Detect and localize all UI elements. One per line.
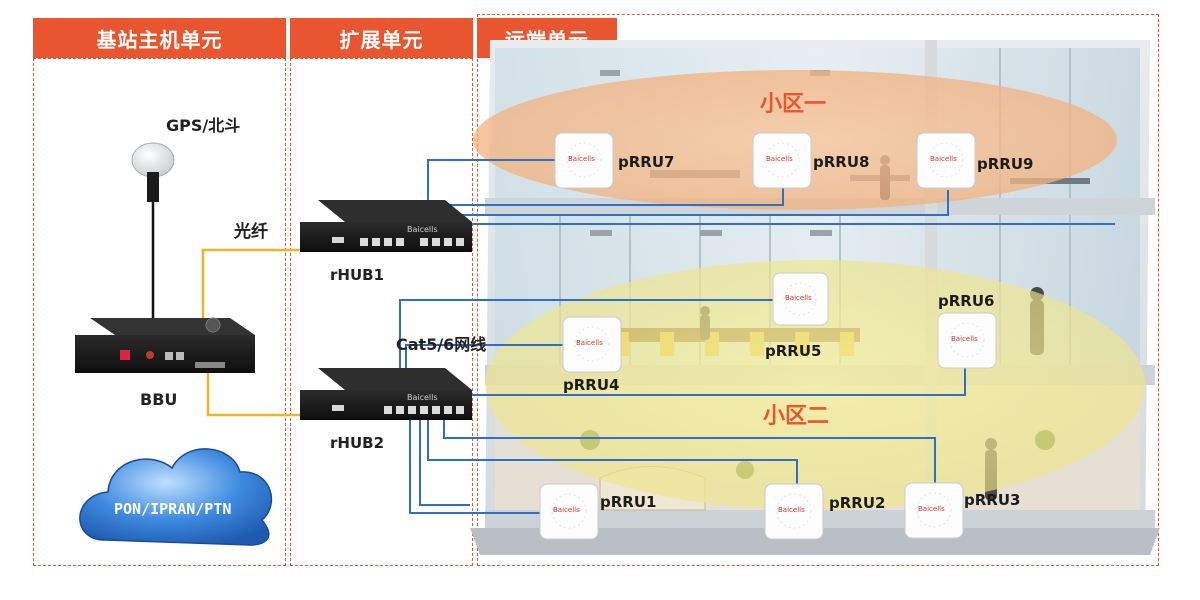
prru6-label: pRRU6 (938, 292, 995, 310)
remote-unit-frame (477, 14, 1159, 566)
section-title-host: 基站主机单元 (33, 18, 286, 58)
prru5-label: pRRU5 (765, 342, 822, 360)
brand-label-rhub2: Baicells (407, 393, 438, 402)
cell2-label: 小区二 (763, 404, 830, 429)
cable-label: Cat5/6网线 (396, 335, 487, 354)
prru1-label: pRRU1 (600, 493, 657, 511)
brand-label-prru1: Baicells (553, 506, 580, 514)
prru2-label: pRRU2 (829, 494, 886, 512)
prru7-label: pRRU7 (618, 153, 675, 171)
prru4-label: pRRU4 (563, 376, 620, 394)
gps-antenna (131, 142, 175, 345)
prru9-device (916, 132, 976, 189)
brand-label-prru7: Baicells (568, 155, 595, 163)
prru8-label: pRRU8 (813, 153, 870, 171)
brand-label-rhub1: Baicells (407, 225, 438, 234)
transport-network-cloud (79, 448, 272, 546)
brand-label-prru2: Baicells (778, 506, 805, 514)
prru6-device (937, 312, 997, 369)
fiber-label: 光纤 (234, 222, 268, 242)
prru9-label: pRRU9 (977, 155, 1034, 173)
prru8-device (752, 132, 812, 189)
expansion-unit-frame (290, 58, 473, 566)
prru3-label: pRRU3 (964, 491, 1021, 509)
rhub1-device (300, 200, 472, 252)
prru7-device (554, 132, 614, 189)
section-title-expansion: 扩展单元 (290, 18, 473, 58)
prru2-device (764, 483, 824, 540)
bbu-label: BBU (140, 390, 178, 409)
prru5-device (772, 272, 829, 326)
rhub1-label: rHUB1 (330, 266, 385, 284)
bbu-device (75, 317, 255, 373)
rhub2-device (300, 368, 472, 420)
brand-label-prru6: Baicells (951, 335, 978, 343)
brand-label-prru4: Baicells (576, 339, 603, 347)
brand-label-prru5: Baicells (785, 294, 812, 302)
prru4-device (562, 316, 622, 373)
rhub2-label: rHUB2 (330, 434, 385, 452)
brand-label-prru3: Baicells (918, 505, 945, 513)
cloud-label: PON/IPRAN/PTN (114, 500, 232, 518)
brand-label-prru8: Baicells (766, 155, 793, 163)
cell1-label: 小区一 (760, 92, 827, 117)
brand-label-prru9: Baicells (930, 155, 957, 163)
gps-label: GPS/北斗 (166, 116, 241, 135)
prru3-device (904, 482, 964, 539)
prru-devices (539, 132, 997, 540)
prru1-device (539, 483, 599, 540)
host-unit-frame (33, 58, 286, 566)
